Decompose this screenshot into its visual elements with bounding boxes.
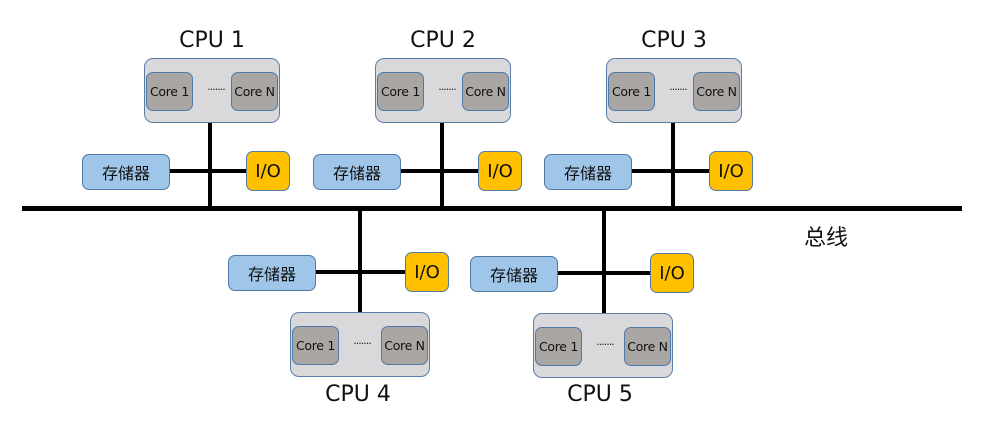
- cpu-bus-link: [602, 209, 606, 314]
- cpu-title: CPU 3: [641, 28, 707, 53]
- cpu-bus-link: [671, 123, 675, 209]
- io-box: I/O: [246, 151, 290, 191]
- memory-box: 存储器: [470, 256, 558, 292]
- core-first: Core 1: [146, 72, 193, 111]
- memory-io-link: [170, 169, 247, 173]
- core-ellipsis: ·······: [669, 83, 687, 96]
- memory-box: 存储器: [313, 154, 401, 190]
- memory-box: 存储器: [228, 255, 316, 291]
- cpu-bus-link: [440, 123, 444, 209]
- core-last: Core N: [462, 72, 509, 111]
- core-last: Core N: [624, 327, 671, 366]
- core-first: Core 1: [608, 72, 655, 111]
- cpu-box: Core 1 ······· Core N: [290, 312, 430, 377]
- io-box: I/O: [650, 253, 694, 293]
- system-bus: [22, 206, 962, 211]
- cpu-bus-link: [358, 209, 362, 313]
- cpu-title: CPU 2: [410, 28, 476, 53]
- core-first: Core 1: [292, 326, 339, 365]
- core-ellipsis: ·······: [596, 338, 614, 351]
- cpu-box: Core 1 ······· Core N: [606, 58, 742, 123]
- memory-io-link: [557, 271, 651, 275]
- memory-io-link: [401, 169, 479, 173]
- core-last: Core N: [381, 326, 428, 365]
- core-ellipsis: ·······: [207, 83, 225, 96]
- bus-label: 总线: [804, 226, 849, 251]
- memory-io-link: [632, 169, 710, 173]
- core-last: Core N: [693, 72, 740, 111]
- cpu-title: CPU 5: [567, 382, 633, 407]
- cpu-box: Core 1 ······· Core N: [375, 58, 511, 123]
- memory-box: 存储器: [544, 154, 632, 190]
- core-last: Core N: [231, 72, 278, 111]
- memory-io-link: [315, 270, 406, 274]
- memory-box: 存储器: [82, 154, 170, 190]
- cpu-title: CPU 4: [325, 382, 391, 407]
- core-first: Core 1: [535, 327, 582, 366]
- core-ellipsis: ·······: [353, 337, 371, 350]
- cpu-box: Core 1 ······· Core N: [533, 313, 673, 378]
- io-box: I/O: [478, 151, 522, 191]
- core-first: Core 1: [377, 72, 424, 111]
- cpu-bus-link: [208, 123, 212, 209]
- cpu-box: Core 1 ······· Core N: [144, 58, 280, 123]
- io-box: I/O: [709, 151, 753, 191]
- core-ellipsis: ·······: [438, 83, 456, 96]
- cpu-title: CPU 1: [179, 28, 245, 53]
- io-box: I/O: [405, 252, 449, 292]
